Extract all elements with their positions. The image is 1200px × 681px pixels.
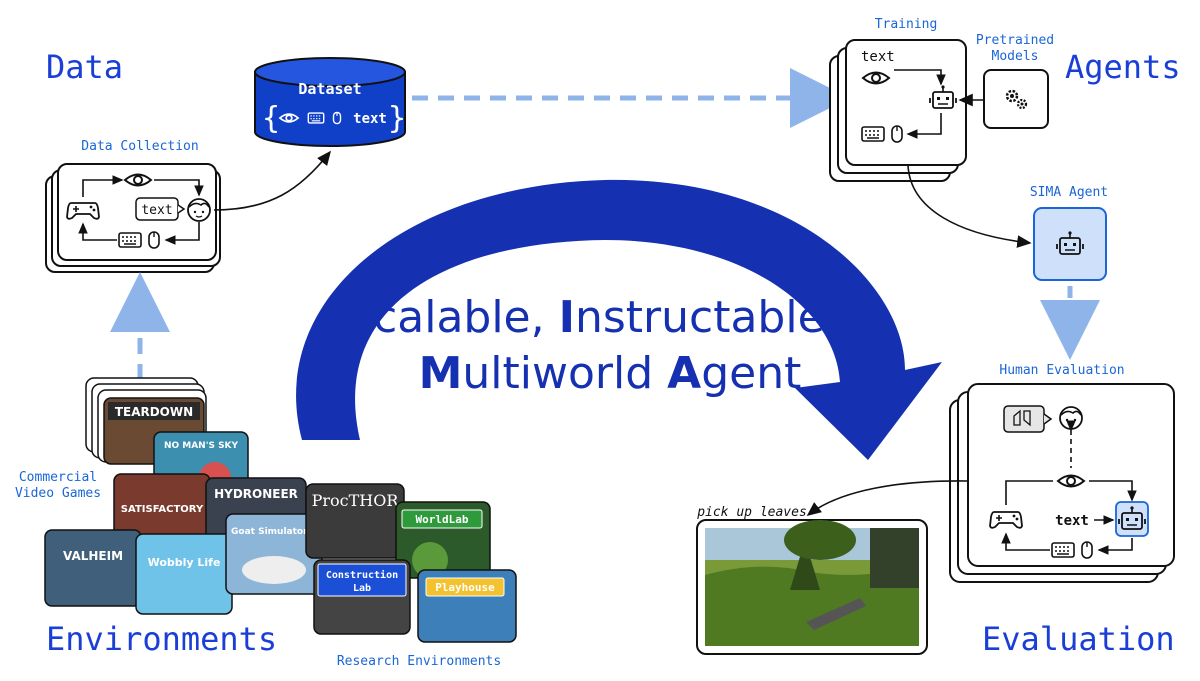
dataset-cylinder: Dataset { } text bbox=[254, 57, 406, 147]
eye-icon bbox=[278, 113, 300, 123]
env-card-worldlab: WorldLab bbox=[395, 501, 491, 579]
svg-text:}: } bbox=[388, 101, 406, 136]
env-card-construction-lab: Construction Lab bbox=[313, 559, 411, 635]
training-to-sima-arrow bbox=[907, 164, 1032, 248]
env-title-construction-lab-2: Lab bbox=[353, 583, 371, 594]
evaluation-text-label: text bbox=[1055, 513, 1089, 529]
env-card-procthor: ProcTHOR bbox=[305, 483, 405, 559]
game-card-valheim: VALHEIM bbox=[44, 529, 142, 607]
game-title-teardown: TEARDOWN bbox=[115, 405, 193, 419]
cycle-arrow bbox=[296, 179, 942, 460]
section-data-heading: Data bbox=[46, 48, 123, 86]
sima-agent-caption: SIMA Agent bbox=[1030, 185, 1108, 200]
env-title-procthor: ProcTHOR bbox=[312, 491, 400, 510]
commercial-games-label-line2: Video Games bbox=[15, 486, 101, 501]
center-title-line2: Multiworld Agent bbox=[419, 348, 802, 399]
sima-agent-box bbox=[1033, 207, 1107, 281]
section-evaluation-heading: Evaluation bbox=[982, 620, 1175, 658]
pretrained-models-line2: Models bbox=[992, 49, 1039, 64]
training-caption: Training bbox=[875, 17, 938, 32]
game-title-goat-simulator: Goat Simulator 3 bbox=[231, 527, 317, 537]
game-title-wobbly-life: Wobbly Life bbox=[148, 556, 221, 569]
keyboard-icon bbox=[307, 112, 325, 124]
collection-to-dataset-arrow bbox=[213, 150, 331, 211]
instruction-text: pick up leaves bbox=[696, 505, 807, 520]
game-title-valheim: VALHEIM bbox=[63, 549, 123, 563]
human-evaluation-caption: Human Evaluation bbox=[999, 363, 1124, 378]
section-agents-heading: Agents bbox=[1065, 48, 1181, 86]
svg-text:{: { bbox=[262, 101, 280, 136]
section-environments-heading: Environments bbox=[46, 620, 277, 658]
env-title-playhouse: Playhouse bbox=[435, 581, 495, 594]
human-evaluation-card: text bbox=[949, 383, 1175, 583]
game-title-satisfactory: SATISFACTORY bbox=[121, 504, 204, 515]
dataset-title: Dataset bbox=[298, 80, 361, 98]
training-card: text bbox=[829, 39, 967, 182]
data-collection-speech: text bbox=[141, 203, 172, 218]
env-card-playhouse: Playhouse bbox=[417, 569, 517, 643]
gameplay-screenshot bbox=[696, 519, 928, 655]
data-collection-card: text bbox=[45, 163, 221, 273]
research-environments-label: Research Environments bbox=[337, 654, 501, 669]
env-title-construction-lab: Construction bbox=[326, 569, 398, 581]
env-title-worldlab: WorldLab bbox=[416, 513, 469, 526]
pretrained-models-box bbox=[983, 69, 1049, 129]
center-title-line1: Scalable, Instructable, bbox=[341, 292, 838, 343]
data-collection-caption: Data Collection bbox=[81, 139, 198, 154]
game-card-goat-simulator: Goat Simulator 3 bbox=[225, 513, 323, 595]
training-text-label: text bbox=[861, 49, 895, 65]
game-title-no-mans-sky: NO MAN'S SKY bbox=[164, 441, 239, 451]
commercial-games-label-line1: Commercial bbox=[19, 470, 97, 485]
game-card-wobbly-life: Wobbly Life bbox=[135, 533, 233, 615]
pretrained-models-line1: Pretrained bbox=[976, 33, 1054, 48]
mouse-icon bbox=[332, 111, 342, 125]
dataset-modality-text: text bbox=[353, 111, 387, 127]
evaluation-to-instruction-arrow bbox=[806, 480, 969, 516]
game-title-hydroneer: HYDRONEER bbox=[214, 487, 298, 501]
